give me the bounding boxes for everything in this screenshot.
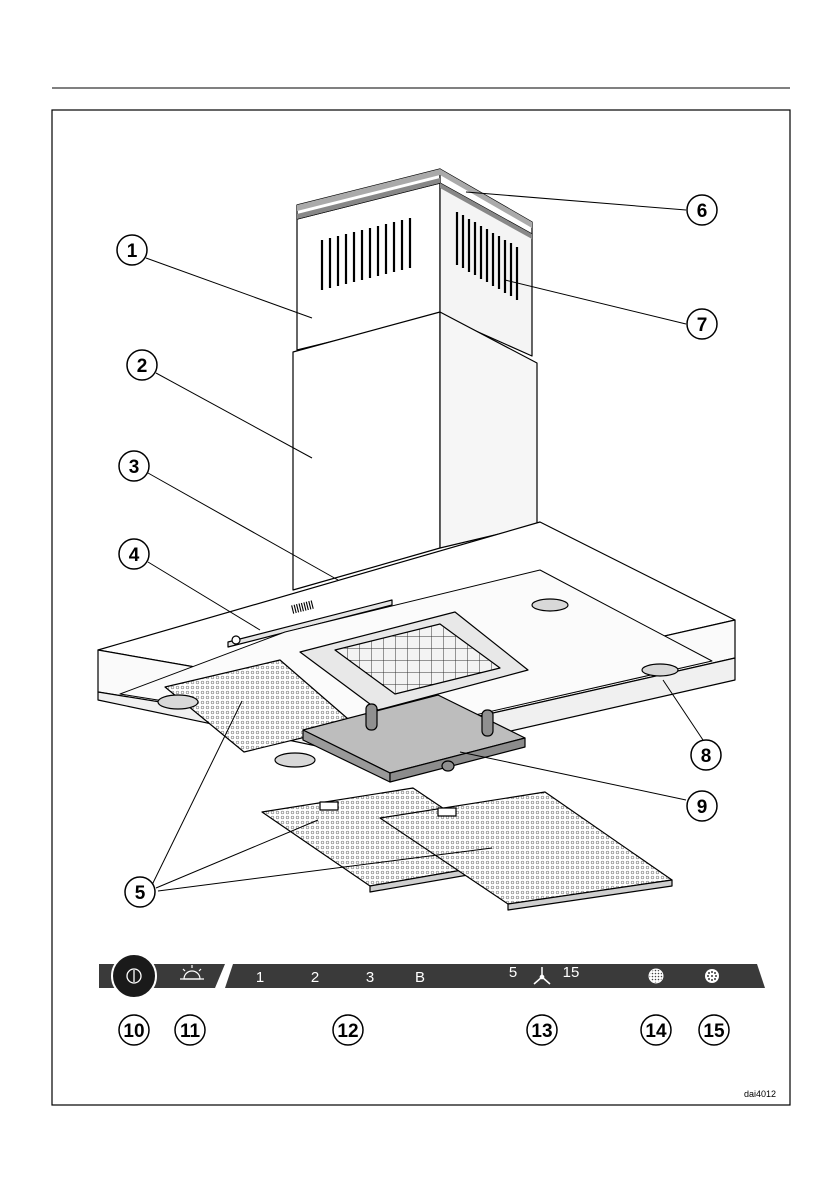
power-button[interactable] bbox=[112, 954, 156, 998]
svg-text:7: 7 bbox=[697, 315, 708, 336]
svg-text:1: 1 bbox=[256, 969, 264, 986]
svg-text:9: 9 bbox=[697, 797, 708, 818]
svg-text:3: 3 bbox=[129, 457, 140, 478]
callout-3: 3 bbox=[119, 451, 149, 481]
figure-code: dai4012 bbox=[744, 1089, 776, 1099]
svg-text:8: 8 bbox=[701, 746, 712, 767]
grease-filter-indicator-icon bbox=[649, 969, 663, 983]
svg-text:3: 3 bbox=[366, 969, 374, 986]
callout-13: 13 bbox=[527, 1015, 557, 1045]
svg-text:13: 13 bbox=[531, 1021, 552, 1042]
svg-text:4: 4 bbox=[129, 545, 140, 566]
callout-6: 6 bbox=[687, 195, 717, 225]
svg-text:15: 15 bbox=[703, 1021, 725, 1042]
svg-text:15: 15 bbox=[563, 964, 580, 981]
svg-text:1: 1 bbox=[127, 241, 138, 262]
svg-text:2: 2 bbox=[137, 356, 148, 377]
speed-button-2[interactable]: 2 bbox=[311, 969, 319, 986]
svg-text:5: 5 bbox=[135, 883, 146, 904]
control-panel: 1 2 3 B 5 15 bbox=[99, 954, 765, 998]
svg-text:11: 11 bbox=[180, 1021, 201, 1042]
callout-14: 14 bbox=[641, 1015, 671, 1045]
callout-11: 11 bbox=[175, 1015, 205, 1045]
panel-callouts: 10 11 12 13 14 15 bbox=[119, 1015, 729, 1045]
svg-text:14: 14 bbox=[645, 1021, 667, 1042]
callout-15: 15 bbox=[699, 1015, 729, 1045]
booster-button[interactable]: B bbox=[415, 969, 425, 986]
svg-text:B: B bbox=[415, 969, 425, 986]
speed-button-1[interactable]: 1 bbox=[256, 969, 264, 986]
callout-1: 1 bbox=[117, 235, 147, 265]
svg-text:2: 2 bbox=[311, 969, 319, 986]
svg-text:5: 5 bbox=[509, 964, 517, 981]
callout-8: 8 bbox=[691, 740, 721, 770]
callout-2: 2 bbox=[127, 350, 157, 380]
svg-text:10: 10 bbox=[123, 1021, 144, 1042]
callout-5: 5 bbox=[125, 877, 155, 907]
callout-12: 12 bbox=[333, 1015, 363, 1045]
callout-7: 7 bbox=[687, 309, 717, 339]
cooker-hood: ||||||||| bbox=[98, 169, 735, 910]
svg-text:6: 6 bbox=[697, 201, 708, 222]
panel-main bbox=[225, 964, 765, 988]
callout-9: 9 bbox=[687, 791, 717, 821]
odour-filter-indicator bbox=[705, 969, 719, 983]
grease-filter-indicator bbox=[649, 969, 663, 983]
callout-10: 10 bbox=[119, 1015, 149, 1045]
svg-text:12: 12 bbox=[337, 1021, 358, 1042]
speed-button-3[interactable]: 3 bbox=[366, 969, 374, 986]
callout-4: 4 bbox=[119, 539, 149, 569]
